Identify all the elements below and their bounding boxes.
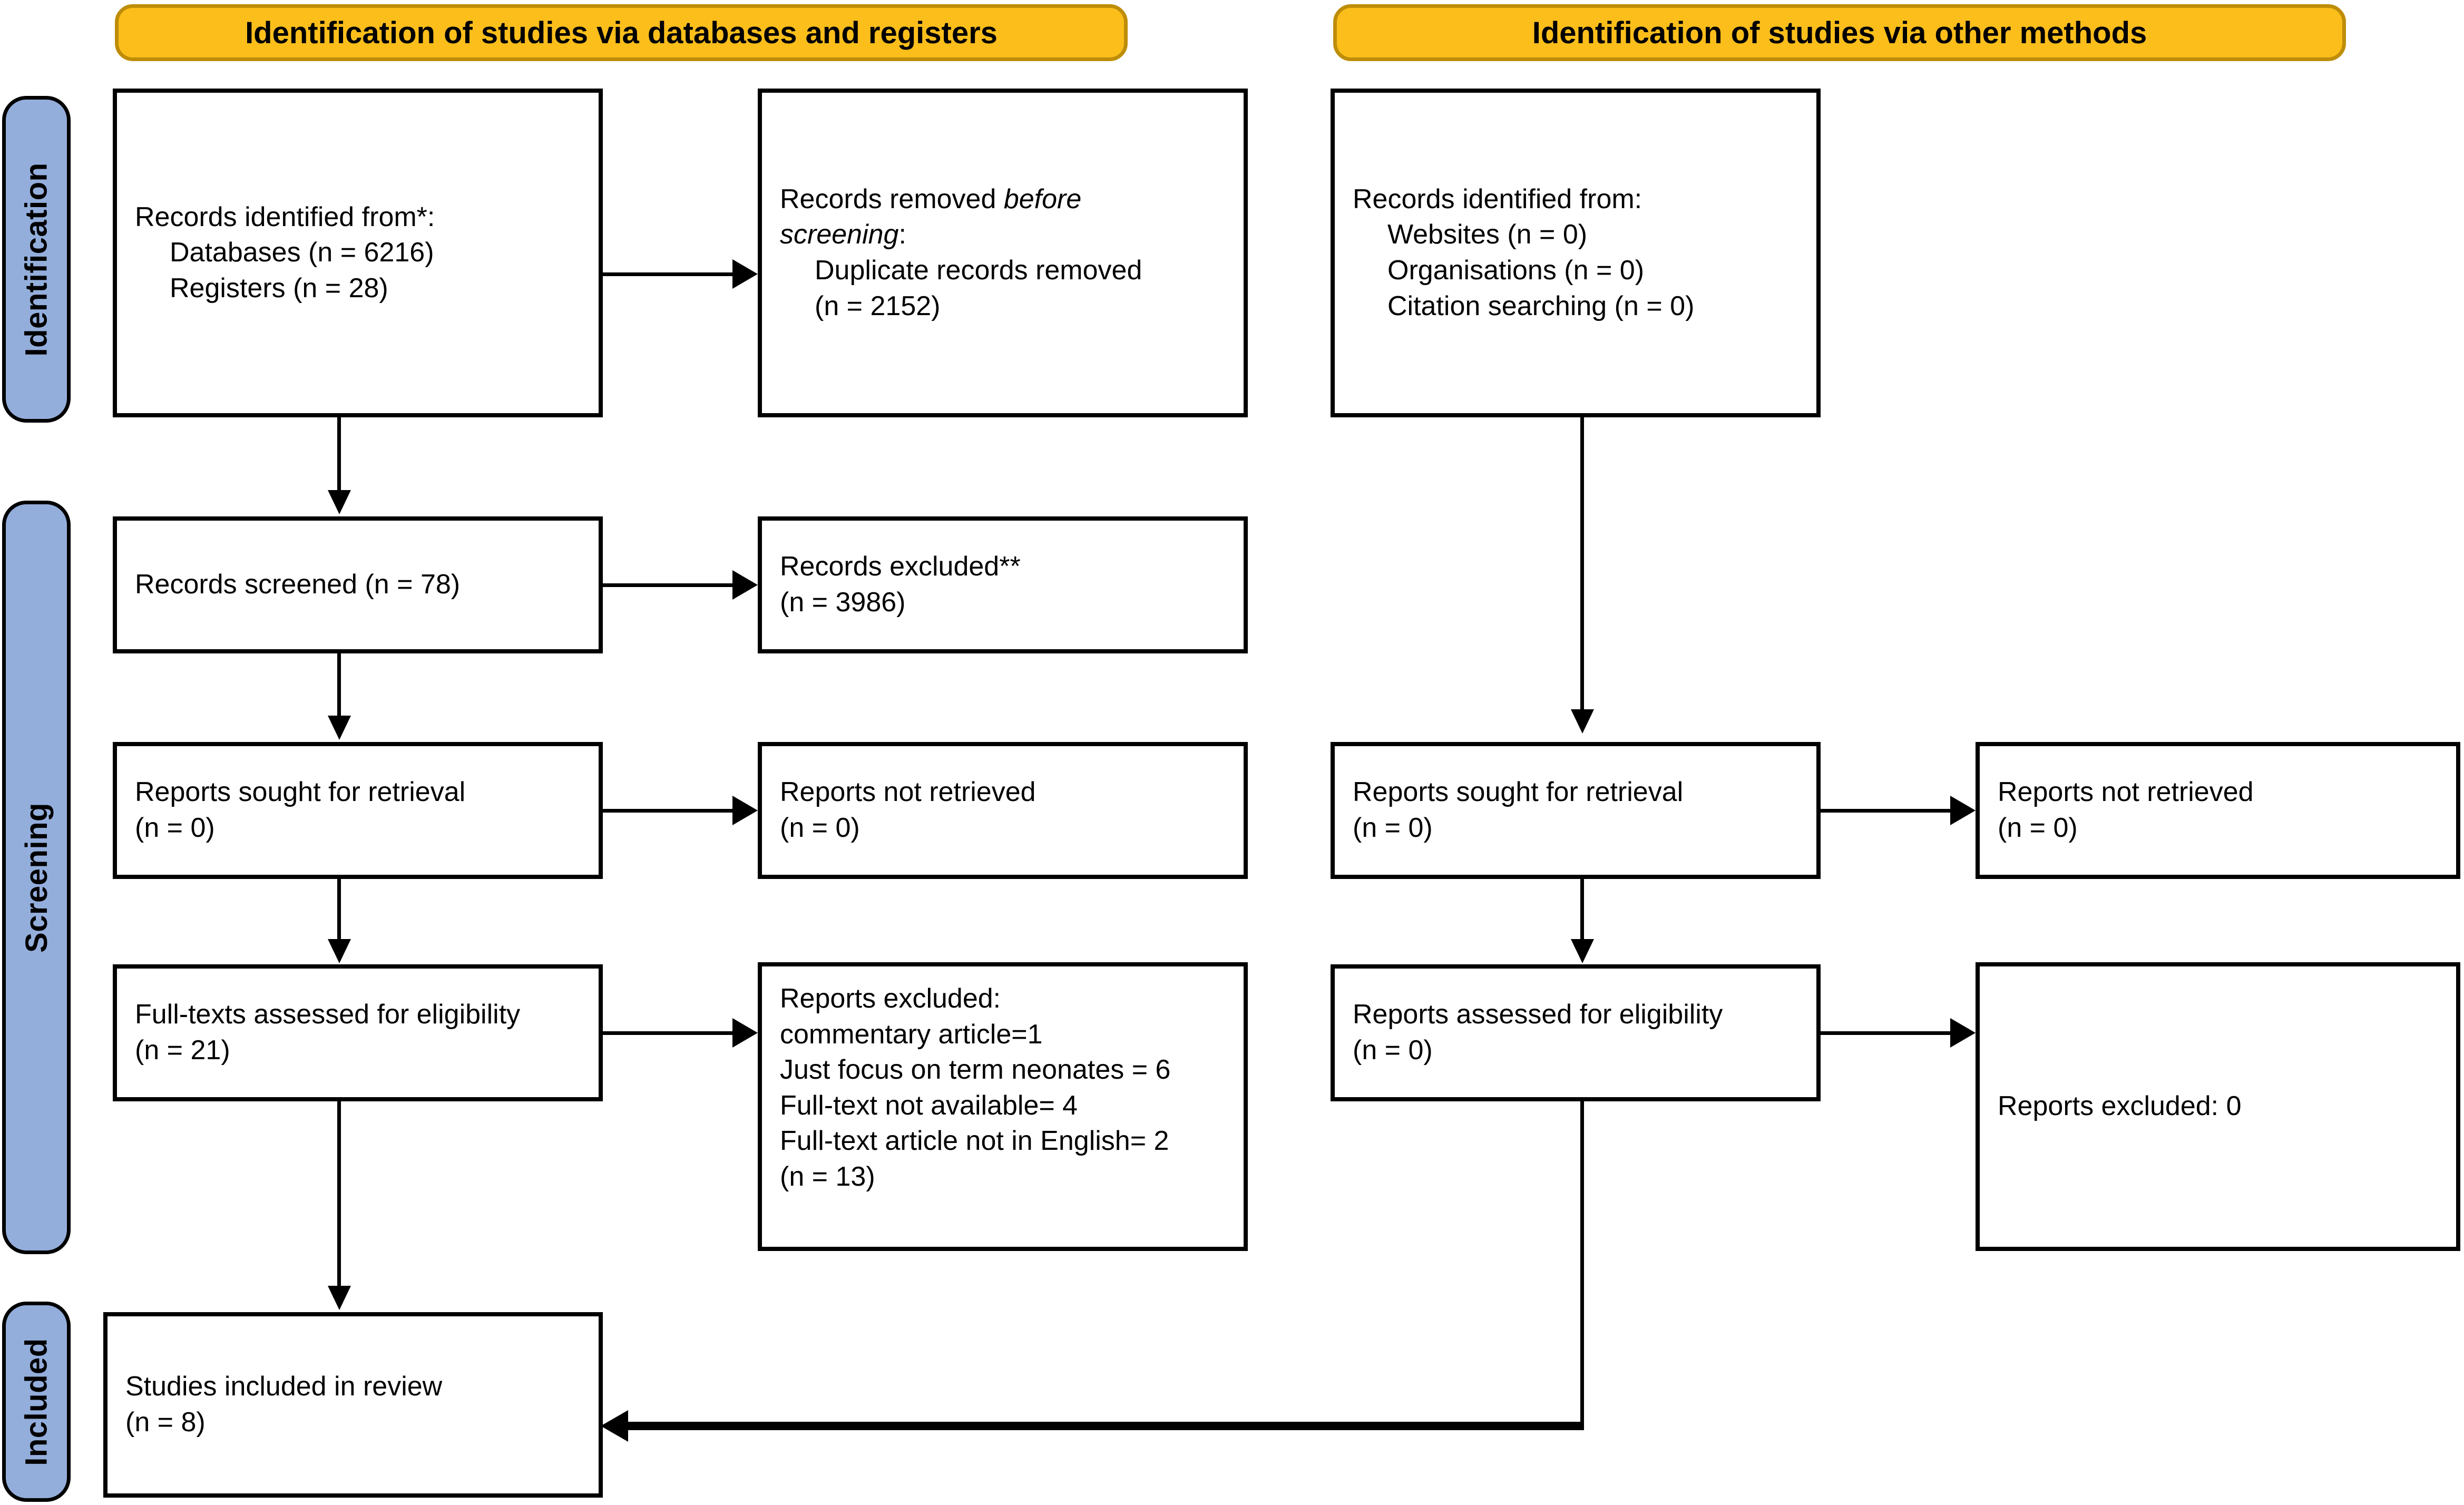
connector-assessed-to-excluded-right (1821, 1031, 1952, 1035)
arrowhead-screened-to-sought (328, 716, 351, 740)
records-removed-prefix: Records removed (780, 183, 1004, 214)
box-records-identified-databases: Records identified from*: Databases (n =… (113, 89, 603, 417)
phase-bar-included-label: Included (19, 1337, 54, 1466)
box-reports-excluded-detail: Reports excluded: commentary article=1 J… (758, 962, 1248, 1251)
section-header-other-methods: Identification of studies via other meth… (1333, 4, 2346, 61)
records-identified-other-line-1: Records identified from: (1353, 183, 1642, 214)
records-removed-line-1: Records removed before (780, 182, 1226, 218)
arrowhead-sought-to-assessed-right (1571, 939, 1594, 963)
box-records-identified-other: Records identified from: Websites (n = 0… (1331, 89, 1821, 417)
connector-assessed-to-included (337, 1101, 341, 1288)
box-reports-not-retrieved-right: Reports not retrieved (n = 0) (1976, 742, 2460, 879)
connector-screened-to-excluded (603, 583, 735, 587)
box-records-screened: Records screened (n = 78) (113, 516, 603, 653)
reports-assessed-right-count: (n = 0) (1353, 1035, 1433, 1066)
records-removed-italic-screening: screening (780, 219, 899, 250)
section-header-other-methods-label: Identification of studies via other meth… (1532, 15, 2147, 50)
reports-excluded-right-label: Reports excluded: 0 (1998, 1091, 2242, 1122)
reports-not-retrieved-right-label: Reports not retrieved (1998, 777, 2254, 808)
reports-excluded-reason-fulltext-unavailable: Full-text not available= 4 (780, 1090, 1078, 1121)
records-identified-websites-count: Websites (n = 0) (1387, 219, 1588, 250)
reports-not-retrieved-right-count: (n = 0) (1998, 813, 2078, 843)
arrowhead-identified-to-removed (732, 259, 758, 289)
arrowhead-sought-to-not-retrieved-left (732, 796, 758, 825)
reports-excluded-detail-title: Reports excluded: (780, 983, 1001, 1014)
connector-sought-to-not-retrieved-left (603, 809, 735, 813)
arrowhead-screened-to-excluded (732, 570, 758, 600)
reports-excluded-detail-total: (n = 13) (780, 1161, 875, 1192)
records-screened-label: Records screened (n = 78) (135, 569, 461, 600)
connector-assessed-right-down-to-included (1580, 1101, 1584, 1425)
records-removed-line-2: screening: (780, 217, 1226, 253)
records-removed-colon: : (898, 219, 906, 250)
duplicate-records-removed-label: Duplicate records removed (815, 255, 1142, 286)
section-header-databases-label: Identification of studies via databases … (245, 15, 998, 50)
connector-sought-to-not-retrieved-right (1821, 809, 1952, 813)
connector-other-identified-to-sought (1580, 417, 1584, 711)
records-identified-line-1: Records identified from*: (135, 201, 435, 232)
connector-sought-to-assessed-right (1580, 879, 1584, 942)
box-fulltexts-assessed: Full-texts assessed for eligibility (n =… (113, 964, 603, 1101)
duplicate-records-removed-count: (n = 2152) (815, 290, 941, 321)
reports-excluded-reason-commentary: commentary article=1 (780, 1019, 1043, 1050)
reports-excluded-reason-term-neonates: Just focus on term neonates = 6 (780, 1054, 1171, 1086)
fulltexts-assessed-count: (n = 21) (135, 1035, 230, 1066)
box-studies-included: Studies included in review (n = 8) (103, 1312, 603, 1498)
reports-sought-left-label: Reports sought for retrieval (135, 777, 466, 808)
reports-sought-right-count: (n = 0) (1353, 813, 1433, 843)
reports-assessed-right-label: Reports assessed for eligibility (1353, 999, 1723, 1030)
box-records-removed-before-screening: Records removed before screening: Duplic… (758, 89, 1248, 417)
box-reports-excluded-right: Reports excluded: 0 (1976, 962, 2460, 1251)
phase-bar-included: Included (2, 1302, 71, 1502)
phase-bar-identification: Identification (2, 96, 71, 423)
reports-excluded-reason-not-english: Full-text article not in English= 2 (780, 1126, 1169, 1157)
reports-sought-right-label: Reports sought for retrieval (1353, 777, 1684, 808)
reports-sought-left-count: (n = 0) (135, 813, 215, 843)
fulltexts-assessed-label: Full-texts assessed for eligibility (135, 999, 521, 1030)
studies-included-label: Studies included in review (125, 1371, 443, 1402)
records-identified-databases-count: Databases (n = 6216) (170, 237, 434, 268)
arrowhead-other-identified-to-sought (1571, 709, 1594, 734)
connector-assessed-to-reports-excluded-left (603, 1031, 735, 1035)
phase-bar-screening-label: Screening (19, 802, 54, 953)
records-removed-italic-before: before (1003, 183, 1082, 214)
arrowhead-assessed-to-excluded-right (1950, 1018, 1976, 1048)
records-identified-citation-count: Citation searching (n = 0) (1387, 290, 1695, 321)
box-reports-not-retrieved-left: Reports not retrieved (n = 0) (758, 742, 1248, 879)
box-records-excluded: Records excluded** (n = 3986) (758, 516, 1248, 653)
records-identified-registers-count: Registers (n = 28) (170, 272, 388, 304)
connector-sought-to-assessed-left (337, 879, 341, 942)
reports-not-retrieved-left-label: Reports not retrieved (780, 777, 1036, 808)
studies-included-count: (n = 8) (125, 1407, 206, 1438)
connector-identified-to-removed (603, 272, 735, 276)
arrowhead-assessed-to-reports-excluded-left (732, 1018, 758, 1048)
arrowhead-sought-to-not-retrieved-right (1950, 796, 1976, 825)
connector-right-to-included-horizontal (627, 1422, 1584, 1430)
connector-identified-to-screened (337, 417, 341, 492)
reports-not-retrieved-left-count: (n = 0) (780, 813, 860, 843)
box-reports-sought-left: Reports sought for retrieval (n = 0) (113, 742, 603, 879)
box-reports-assessed-right: Reports assessed for eligibility (n = 0) (1331, 964, 1821, 1101)
arrowhead-right-to-included (601, 1410, 628, 1442)
section-header-databases: Identification of studies via databases … (115, 4, 1128, 61)
records-excluded-label: Records excluded** (780, 551, 1021, 582)
box-reports-sought-right: Reports sought for retrieval (n = 0) (1331, 742, 1821, 879)
arrowhead-sought-to-assessed-left (328, 939, 351, 963)
records-identified-organisations-count: Organisations (n = 0) (1387, 255, 1645, 286)
phase-bar-screening: Screening (2, 501, 71, 1254)
records-excluded-count: (n = 3986) (780, 587, 906, 618)
arrowhead-identified-to-screened (328, 490, 351, 514)
phase-bar-identification-label: Identification (19, 162, 54, 356)
connector-screened-to-sought (337, 653, 341, 718)
arrowhead-assessed-to-included (328, 1286, 351, 1310)
